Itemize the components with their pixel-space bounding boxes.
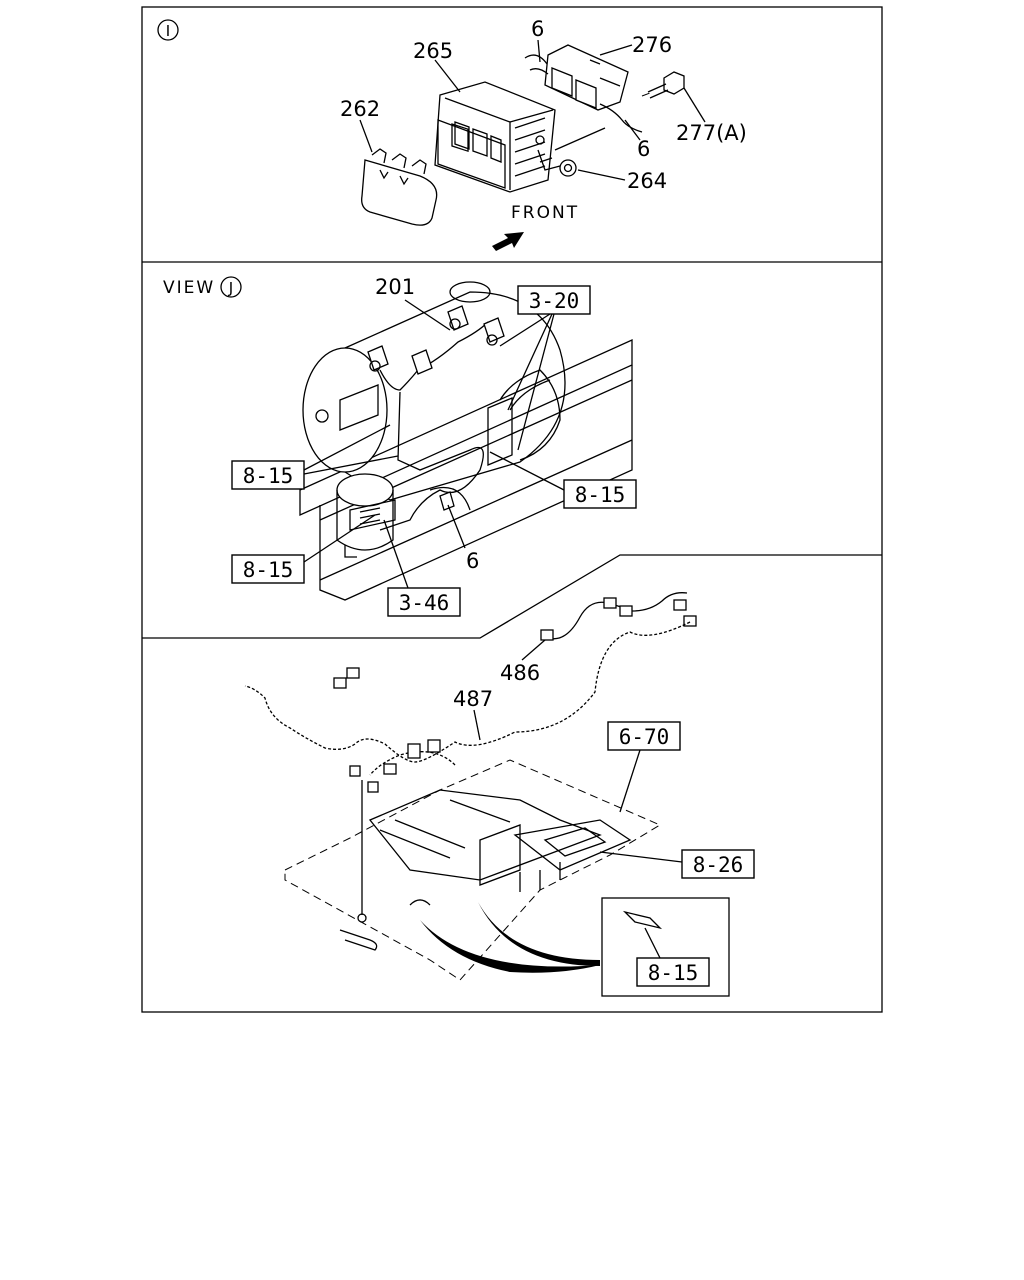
front-arrow-icon: [492, 232, 524, 251]
leader-8-26: [599, 851, 683, 863]
label-6-bottom: 6: [637, 137, 650, 161]
ref-8-15-left: 8-15: [243, 464, 294, 488]
harness-201-drawing: [367, 305, 505, 531]
leader-6-top: [537, 39, 541, 63]
leader-264: [577, 169, 626, 181]
leader-6-j: [447, 504, 466, 549]
label-277a: 277(A): [676, 121, 747, 145]
ref-8-15-right-box: [563, 479, 637, 509]
diagram-frame: [141, 6, 883, 1013]
front-label: FRONT: [511, 203, 579, 223]
leader-276: [599, 44, 633, 56]
view-marker-j: [220, 276, 242, 298]
ref-3-20: 3-20: [529, 289, 580, 313]
label-6-j: 6: [466, 549, 479, 573]
leader-487: [473, 709, 481, 741]
panel-j: VIEW J: [163, 275, 637, 617]
ref-8-26: 8-26: [693, 853, 744, 877]
leader-3-46: [383, 519, 409, 589]
detail-arrow-upper: [478, 902, 600, 966]
detail-box: [601, 897, 730, 997]
ref-8-15-detail-box: [636, 957, 710, 987]
view-marker-i-text: I: [166, 22, 170, 40]
relay-box-265-drawing: [434, 81, 556, 193]
ref-8-15-right: 8-15: [575, 483, 626, 507]
label-265: 265: [413, 39, 453, 63]
relay-276-drawing: [524, 44, 643, 133]
leader-3-20-a: [499, 313, 551, 347]
ref-3-20-box: [517, 285, 591, 315]
ref-6-70: 6-70: [619, 725, 670, 749]
detail-arrow-lower: [420, 920, 600, 973]
cover-262-drawing: [361, 148, 438, 226]
ref-3-46: 3-46: [399, 591, 450, 615]
leader-265: [434, 59, 461, 93]
leader-6-70: [619, 749, 641, 813]
view-j-text: VIEW: [163, 278, 215, 298]
leader-8-15-right: [489, 451, 565, 491]
bracket-nut-264-drawing: [537, 127, 606, 177]
view-marker-i: [157, 19, 179, 41]
leader-201: [404, 299, 451, 331]
label-6-top: 6: [531, 17, 544, 41]
panel-i: I 262 265 276: [157, 17, 747, 251]
label-486: 486: [500, 661, 540, 685]
harness-486-drawing: [540, 592, 697, 641]
ref-3-46-box: [387, 587, 461, 617]
leader-3-20-b: [507, 313, 553, 411]
leader-277: [683, 87, 706, 123]
ref-8-15-detail: 8-15: [648, 961, 699, 985]
ref-8-15-lower: 8-15: [243, 558, 294, 582]
leader-8-15-left-a: [303, 424, 391, 471]
leader-6-bottom: [624, 119, 641, 141]
ref-8-15-lower-box: [231, 554, 305, 584]
ref-8-15-left-box: [231, 460, 305, 490]
detail-part-icon: [622, 910, 663, 930]
frame-rail-drawing: [299, 338, 633, 601]
chassis-drawing: [284, 759, 662, 981]
label-264: 264: [627, 169, 667, 193]
leader-486: [521, 639, 546, 661]
leader-8-15-lower: [303, 514, 376, 563]
label-487: 487: [453, 687, 493, 711]
ref-8-26-box: [681, 849, 755, 879]
leader-262: [359, 119, 373, 153]
label-201: 201: [375, 275, 415, 299]
label-276: 276: [632, 33, 672, 57]
leader-3-20-c: [517, 313, 555, 451]
bolt-277-drawing: [641, 71, 685, 99]
panel-bottom: 486 487: [244, 592, 755, 997]
leader-8-15-detail: [644, 927, 661, 959]
air-tank-drawing: [302, 281, 566, 501]
label-262: 262: [340, 97, 380, 121]
panel-divider-bottom: [142, 554, 882, 639]
harness-487-drawing: [244, 621, 691, 923]
ref-6-70-box: [607, 721, 681, 751]
view-marker-j-text: J: [228, 279, 233, 297]
leader-8-15-left-b: [303, 455, 399, 475]
cylinder-drawing: [336, 473, 396, 558]
